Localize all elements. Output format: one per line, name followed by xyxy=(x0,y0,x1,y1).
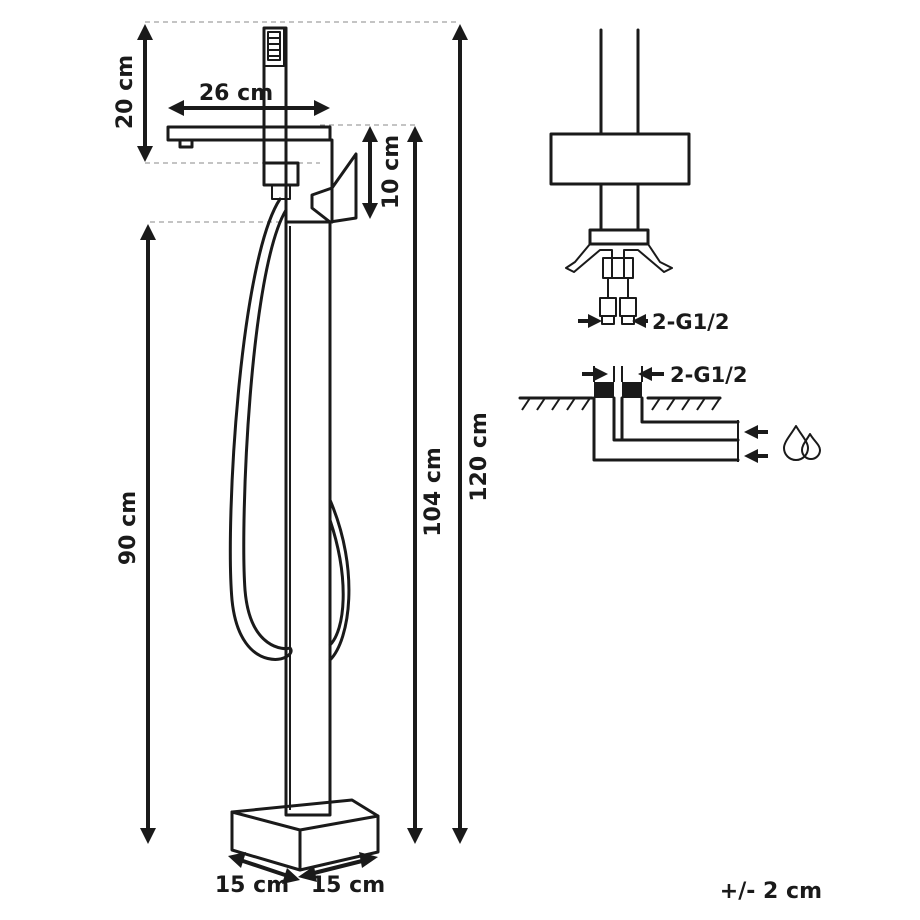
spout-height-label: 104 cm xyxy=(421,447,446,537)
base-width-label: 15 cm xyxy=(311,873,385,898)
base-cover xyxy=(549,132,691,186)
floor-base xyxy=(230,798,380,872)
column xyxy=(284,220,332,817)
column-height-label: 90 cm xyxy=(116,491,141,565)
floor-installation-detail: 2-G1/2 xyxy=(518,363,821,463)
valve-body xyxy=(284,138,334,224)
thread-size-label-1: 2-G1/2 xyxy=(652,310,729,334)
water-drops-icon xyxy=(783,425,821,461)
spout-to-handle-label: 10 cm xyxy=(379,135,404,209)
total-height-label: 120 cm xyxy=(467,412,492,502)
guide-lines xyxy=(145,21,460,223)
connection-detail: 2-G1/2 xyxy=(549,28,729,334)
dimension-labels: 20 cm 26 cm 10 cm 90 cm 104 cm 120 cm 15… xyxy=(113,55,492,898)
shower-hose xyxy=(228,197,293,661)
shower-height-label: 20 cm xyxy=(113,55,138,129)
mounting-bracket xyxy=(565,243,673,279)
mixer-handle xyxy=(310,152,358,224)
shower-holder xyxy=(262,161,300,187)
spout-reach-label: 26 cm xyxy=(199,81,273,106)
spout xyxy=(166,125,332,142)
thread-size-label-2: 2-G1/2 xyxy=(670,363,747,387)
dimension-lines xyxy=(137,24,468,884)
tolerance-label: +/- 2 cm xyxy=(720,879,822,904)
base-depth-label: 15 cm xyxy=(215,873,289,898)
faucet-drawing xyxy=(166,26,380,872)
